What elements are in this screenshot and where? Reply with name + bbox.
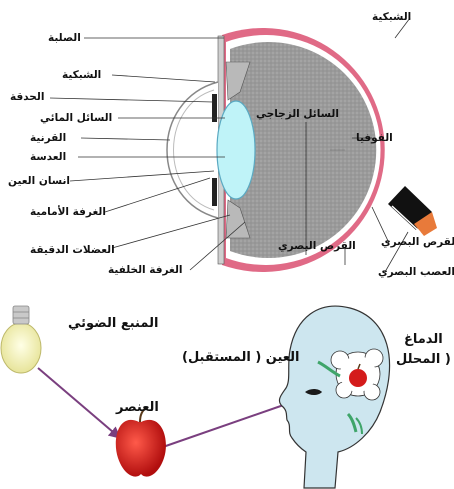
label-ciliary-muscles: العضلات الدقيقة [30,244,115,256]
label-vitreous-humor: السائل الزجاجي [256,108,339,120]
label-iris: انسان العين [8,175,70,187]
label-choroid: الشبكية [62,69,101,81]
label-optic-nerve: العصب البصري [378,266,454,278]
optic-nerve [388,186,437,236]
label-light-source: المنبع الضوئي [68,316,158,331]
head-silhouette [279,306,389,488]
label-object: العنصر [116,400,159,415]
lens [217,101,255,199]
light-bulb [1,306,41,373]
label-eye-receiver: العين ( المستقبل) [182,350,299,365]
label-cornea: القرنية [30,132,66,144]
label-brain-role: ( المحلل [396,352,451,367]
label-brain: الدماغ [404,332,443,347]
label-blind-spot: القرص البصري [278,240,356,252]
label-sclera: الصلبة [48,32,81,44]
label-lens: العدسة [30,151,66,163]
label-pupil: الحدقة [10,91,44,103]
label-fovea: الفوفيا [356,132,393,144]
reflected-ray-to-eye [160,400,298,448]
light-ray-to-object [38,368,120,438]
perceived-apple [349,369,367,387]
label-aqueous-humor: السائل المائي [40,112,112,124]
label-posterior-chamber: الغرفة الخلفية [108,264,183,276]
apple-object [116,408,166,477]
label-anterior-chamber: الغرفة الأمامية [30,206,106,218]
label-retina-top: الشبكية [372,11,411,23]
label-optic-disc: القرص البصري [381,236,454,248]
